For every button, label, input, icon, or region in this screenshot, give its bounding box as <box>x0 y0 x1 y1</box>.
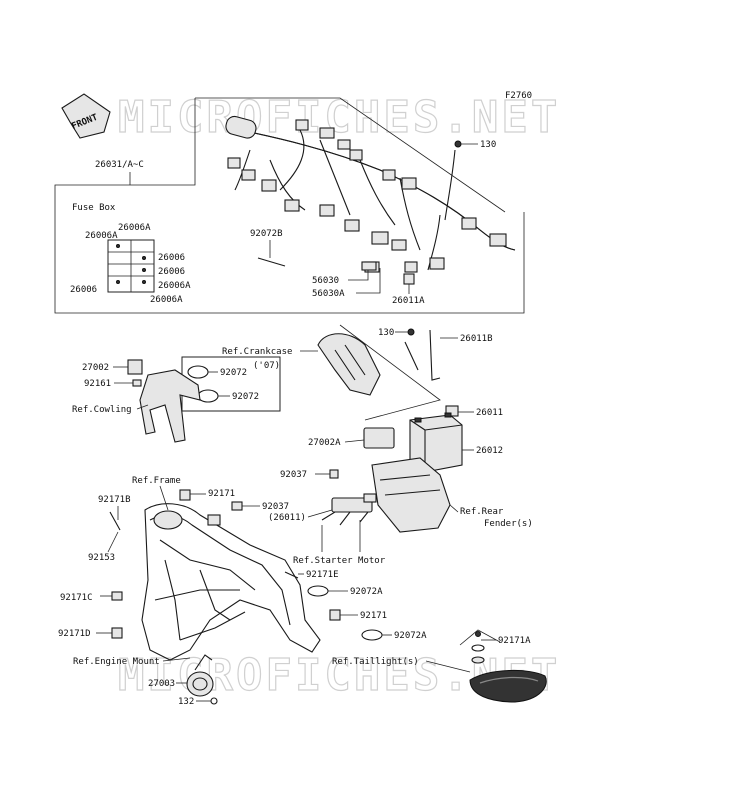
label-92171e: 92171E <box>306 570 339 580</box>
label-92072-1: 92072 <box>220 368 247 378</box>
fuse-26006-r2: 26006 <box>158 267 185 277</box>
label-92171-top: 92171 <box>208 489 235 499</box>
fuse-box-panel: Fuse Box 26006A 26006A 26006 26006 26006… <box>70 203 191 305</box>
ref-frame: Ref.Frame <box>132 476 181 486</box>
ref-crankcase: Ref.Crankcase <box>222 347 292 357</box>
label-92171c: 92171C <box>60 593 93 603</box>
label-132: 132 <box>178 697 194 707</box>
label-92072b: 92072B <box>250 229 283 239</box>
label-92072a-1: 92072A <box>350 587 383 597</box>
label-130-top: 130 <box>480 140 496 150</box>
fuse-box-title: Fuse Box <box>72 203 116 213</box>
watermark-top: MICROFICHES.NET <box>118 92 560 143</box>
ref-cowling: Ref.Cowling <box>72 405 132 415</box>
label-26011a: 26011A <box>392 296 425 306</box>
battery-case <box>371 457 451 533</box>
fuse-26006a-top: 26006A <box>118 223 151 233</box>
ref-engine-mount: Ref.Engine Mount <box>73 657 160 667</box>
fuse-26006-left: 26006 <box>70 285 97 295</box>
label-92153: 92153 <box>88 553 115 563</box>
label-92037-right: 92037 <box>280 470 307 480</box>
label-56030: 56030 <box>312 276 339 286</box>
label-26011-paren: (26011) <box>268 513 306 523</box>
fuse-26006a-r3: 26006A <box>158 281 191 291</box>
horn <box>186 654 214 697</box>
diagram-code: F2760 <box>505 91 532 101</box>
cowling-bracket <box>127 359 201 443</box>
fuse-26006a-left: 26006A <box>85 231 118 241</box>
label-27002: 27002 <box>82 363 109 373</box>
harness-callout-lines <box>54 97 525 314</box>
ref-starter-motor: Ref.Starter Motor <box>293 556 386 566</box>
taillight-hardware <box>459 629 501 664</box>
label-26012: 26012 <box>476 446 503 456</box>
fuse-26006-r1: 26006 <box>158 253 185 263</box>
label-26011: 26011 <box>476 408 503 418</box>
main-frame <box>109 489 321 661</box>
label-56030a: 56030A <box>312 289 345 299</box>
label-27003: 27003 <box>148 679 175 689</box>
label-92037-left: 92037 <box>262 502 289 512</box>
front-arrow-icon: FRONT <box>61 93 111 139</box>
ref-rear: Ref.Rear <box>460 507 504 517</box>
label-26031: 26031/A~C <box>95 160 144 170</box>
label-92161: 92161 <box>84 379 111 389</box>
label-26011b: 26011B <box>460 334 493 344</box>
label-130-mid: 130 <box>378 328 394 338</box>
label-92072a-2: 92072A <box>394 631 427 641</box>
label-92072-2: 92072 <box>232 392 259 402</box>
ref-taillight: Ref.Taillight(s) <box>332 657 419 667</box>
label-92171a: 92171A <box>498 636 531 646</box>
label-92171-low: 92171 <box>360 611 387 621</box>
label-92171b: 92171B <box>98 495 131 505</box>
note-07: ('07) <box>253 361 280 371</box>
label-27002a: 27002A <box>308 438 341 448</box>
taillight-lamp <box>469 669 547 703</box>
fuse-26006a-bottom: 26006A <box>150 295 183 305</box>
ref-fender: Fender(s) <box>484 519 533 529</box>
crankcase-cover <box>317 324 441 421</box>
label-92171d: 92171D <box>58 629 91 639</box>
starter-relay <box>321 493 377 526</box>
